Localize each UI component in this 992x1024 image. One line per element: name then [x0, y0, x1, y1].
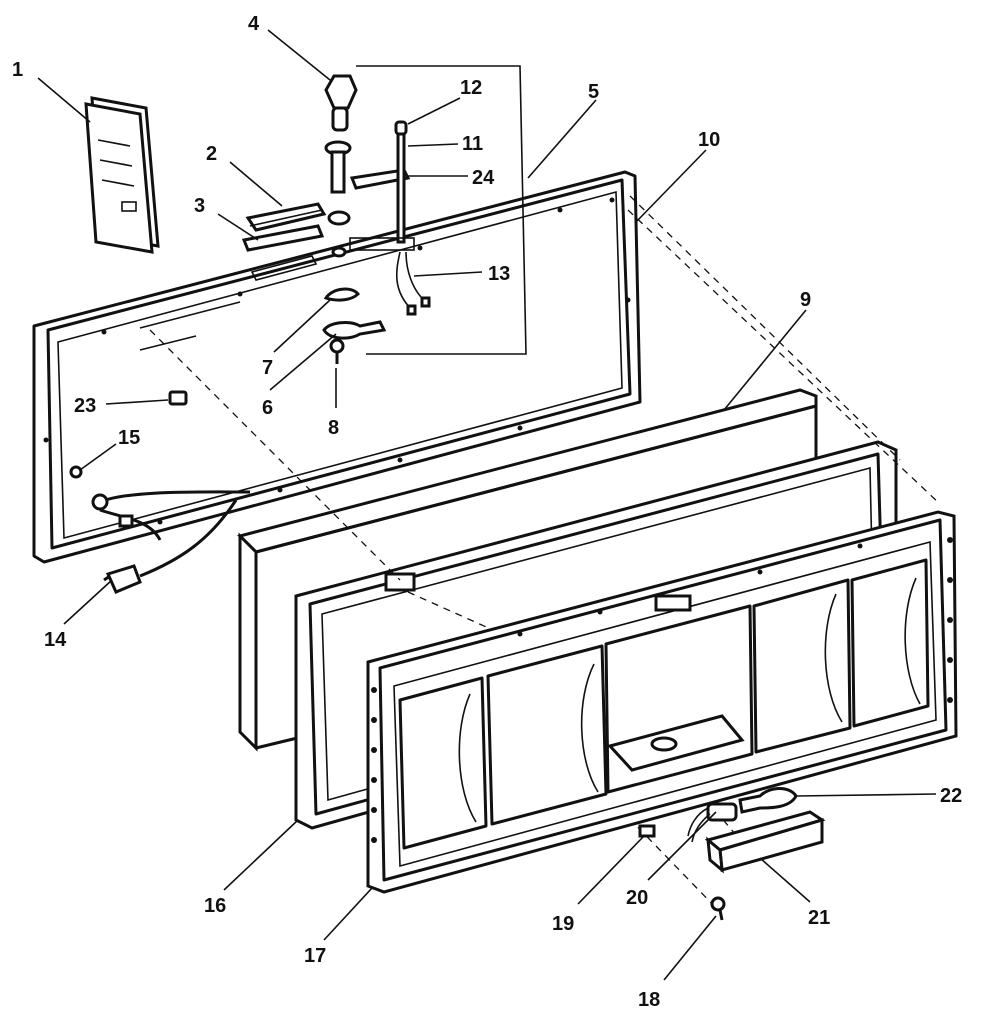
part-5-lid-frame [32, 170, 642, 564]
callout-17: 17 [304, 945, 326, 967]
part-1-manual [84, 96, 160, 254]
callout-6: 6 [262, 397, 273, 419]
callout-2: 2 [206, 143, 217, 165]
callout-3: 3 [194, 195, 205, 217]
callout-labels: 1 2 3 4 5 6 7 8 9 10 11 12 13 14 15 16 1… [12, 13, 962, 1011]
part-13-wires [395, 251, 431, 316]
leader-lines [37, 29, 937, 981]
callout-21: 21 [808, 907, 830, 929]
part-2-handle [245, 202, 327, 232]
callout-1: 1 [12, 59, 23, 81]
callout-20: 20 [626, 887, 648, 909]
lid-screw-holes [43, 197, 631, 525]
callout-18: 18 [638, 989, 660, 1011]
callout-4: 4 [248, 13, 260, 35]
part-7-clip [323, 287, 360, 302]
part-19-clip [638, 824, 656, 838]
callout-22: 22 [940, 785, 962, 807]
part-17-door-liner [366, 510, 958, 894]
callout-13: 13 [488, 263, 510, 285]
callout-19: 19 [552, 913, 574, 935]
part-22-bulb [738, 787, 798, 814]
part-4-lock [324, 74, 358, 258]
part-8-screw [329, 338, 345, 364]
part-6-latch [322, 320, 387, 340]
part-18-screw [710, 896, 726, 921]
callout-10: 10 [698, 129, 720, 151]
part-24-bracket [349, 168, 411, 190]
part-20-socket [687, 802, 738, 843]
callout-15: 15 [118, 427, 140, 449]
callout-24: 24 [472, 167, 495, 189]
callout-11: 11 [462, 133, 483, 155]
part-3-bezel [241, 224, 325, 252]
callout-5: 5 [588, 81, 599, 103]
part-15-screw [69, 465, 83, 479]
callout-23: 23 [74, 395, 96, 417]
part-23-clamp [168, 390, 188, 406]
liner-rivets [371, 537, 953, 843]
callout-7: 7 [262, 357, 273, 379]
part-11-12-plunger [349, 120, 415, 251]
callout-9: 9 [800, 289, 811, 311]
callout-8: 8 [328, 417, 339, 439]
part-14-power-cord [91, 490, 251, 594]
callout-14: 14 [44, 629, 67, 651]
callout-16: 16 [204, 895, 226, 917]
callout-12: 12 [460, 77, 482, 99]
part-21-light-cover [704, 810, 826, 874]
